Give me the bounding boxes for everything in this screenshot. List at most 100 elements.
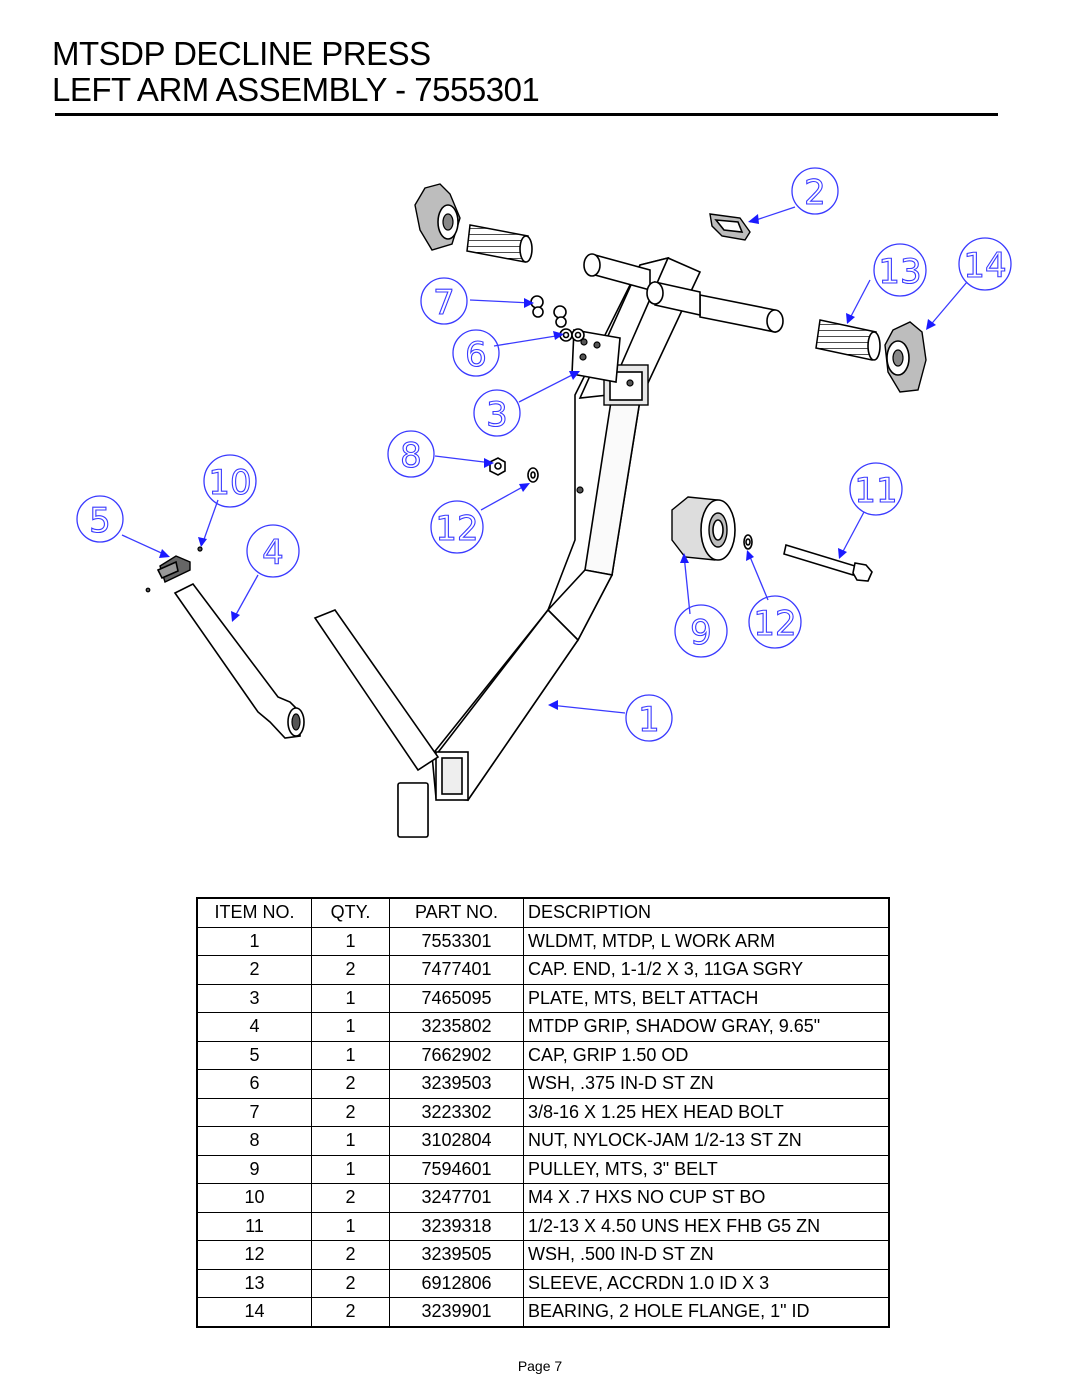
header-qty: QTY. [311, 897, 390, 928]
leader-lines [121, 206, 968, 714]
callout-1: 1 [625, 694, 673, 742]
callout-10: 10 [203, 454, 257, 508]
set-screw-10a [197, 546, 203, 552]
pulley [671, 496, 736, 561]
part-no-cell: 3239901 [389, 1297, 524, 1327]
item-no-cell: 7 [196, 1097, 312, 1127]
svg-text:5: 5 [89, 501, 111, 541]
item-no-cell: 11 [196, 1211, 312, 1241]
part-no-cell: 7465095 [389, 983, 524, 1013]
qty-cell: 1 [311, 1012, 390, 1042]
svg-text:7: 7 [433, 283, 455, 323]
flange-bearing-right [884, 321, 927, 393]
callout-3: 3 [473, 389, 521, 437]
part-no-cell: 3239503 [389, 1069, 524, 1099]
description-cell: BEARING, 2 HOLE FLANGE, 1" ID [523, 1297, 890, 1327]
header-description: DESCRIPTION [523, 897, 890, 928]
svg-text:11: 11 [854, 471, 897, 511]
callout-8: 8 [387, 430, 435, 478]
qty-cell: 2 [311, 955, 390, 985]
part-no-cell: 7662902 [389, 1040, 524, 1070]
svg-text:14: 14 [963, 246, 1006, 286]
svg-text:1: 1 [638, 700, 660, 740]
svg-text:10: 10 [208, 463, 251, 503]
end-cap-bottom [397, 782, 429, 838]
part-no-cell: 7553301 [389, 926, 524, 956]
qty-cell: 1 [311, 983, 390, 1013]
item-no-cell: 3 [196, 983, 312, 1013]
qty-cell: 1 [311, 1126, 390, 1156]
grip-cap [156, 555, 191, 583]
part-no-cell: 3102804 [389, 1126, 524, 1156]
callout-2: 2 [791, 167, 839, 215]
part-no-cell: 7594601 [389, 1154, 524, 1184]
svg-text:12: 12 [435, 509, 478, 549]
qty-cell: 1 [311, 1154, 390, 1184]
part-no-cell: 6912806 [389, 1268, 524, 1298]
callout-14: 14 [958, 237, 1012, 291]
qty-cell: 2 [311, 1240, 390, 1270]
svg-text:3: 3 [486, 395, 508, 435]
description-cell: PLATE, MTS, BELT ATTACH [523, 983, 890, 1013]
qty-cell: 1 [311, 926, 390, 956]
part-no-cell: 3223302 [389, 1097, 524, 1127]
callout-7: 7 [420, 277, 468, 325]
description-cell: PULLEY, MTS, 3" BELT [523, 1154, 890, 1184]
part-no-cell: 7477401 [389, 955, 524, 985]
part-no-cell: 3239318 [389, 1211, 524, 1241]
callout-12b: 12 [748, 595, 802, 649]
nut-and-washers [489, 457, 753, 550]
qty-cell: 2 [311, 1268, 390, 1298]
end-cap-2 [709, 213, 751, 241]
description-cell: CAP. END, 1-1/2 X 3, 11GA SGRY [523, 955, 890, 985]
qty-cell: 2 [311, 1297, 390, 1327]
description-cell: NUT, NYLOCK-JAM 1/2-13 ST ZN [523, 1126, 890, 1156]
title-rule [55, 113, 998, 116]
description-cell: 3/8-16 X 1.25 HEX HEAD BOLT [523, 1097, 890, 1127]
item-no-cell: 14 [196, 1297, 312, 1327]
description-cell: 1/2-13 X 4.50 UNS HEX FHB G5 ZN [523, 1211, 890, 1241]
flange-bearing-left [414, 183, 461, 251]
grip [173, 582, 305, 739]
description-cell: WSH, .500 IN-D ST ZN [523, 1240, 890, 1270]
callout-balloons: 2 7 6 3 8 12 10 5 4 13 14 11 9 12 1 [76, 167, 1012, 742]
svg-text:8: 8 [400, 436, 422, 476]
callout-12a: 12 [430, 500, 484, 554]
svg-text:4: 4 [262, 533, 284, 573]
callout-11: 11 [849, 462, 903, 516]
callout-4: 4 [246, 524, 300, 578]
item-no-cell: 2 [196, 955, 312, 985]
page-number: Page 7 [517, 1358, 563, 1374]
callout-5: 5 [76, 495, 124, 543]
item-no-cell: 5 [196, 1040, 312, 1070]
table-header-row: ITEM NO. QTY. PART NO. DESCRIPTION [196, 897, 890, 928]
svg-text:9: 9 [690, 613, 712, 653]
accordion-sleeve-right [815, 319, 881, 361]
item-no-cell: 9 [196, 1154, 312, 1184]
part-no-cell: 3235802 [389, 1012, 524, 1042]
description-cell: WSH, .375 IN-D ST ZN [523, 1069, 890, 1099]
description-cell: M4 X .7 HXS NO CUP ST BO [523, 1183, 890, 1213]
item-no-cell: 6 [196, 1069, 312, 1099]
header-item-no: ITEM NO. [196, 897, 312, 928]
qty-cell: 2 [311, 1183, 390, 1213]
svg-text:2: 2 [804, 173, 826, 213]
header-part-no: PART NO. [389, 897, 524, 928]
qty-cell: 2 [311, 1097, 390, 1127]
item-no-cell: 13 [196, 1268, 312, 1298]
item-no-cell: 12 [196, 1240, 312, 1270]
